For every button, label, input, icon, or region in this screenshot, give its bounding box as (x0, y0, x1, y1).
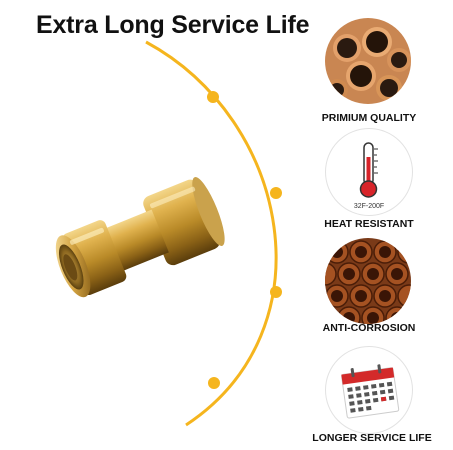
feature-anti-corrosion-icon (325, 238, 411, 324)
feature-longer-service-life-icon (325, 346, 413, 434)
rusted-pipes-icon (325, 238, 411, 324)
copper-pipes-icon (325, 18, 411, 104)
arc-dot-4 (208, 377, 220, 389)
arc-line (145, 40, 278, 427)
feature-label-longer-service-life: LONGER SERVICE LIFE (312, 432, 432, 444)
arc-dot-1 (207, 91, 219, 103)
calendar-icon (341, 364, 400, 419)
arc-dot-2 (270, 187, 282, 199)
arc-dot-3 (270, 286, 282, 298)
thermometer-icon: 32F-200F (354, 142, 384, 210)
feature-label-anti-corrosion: ANTI-CORROSION (322, 322, 416, 334)
feature-label-premium-quality: PRIMIUM QUALITY (321, 112, 417, 124)
feature-label-heat-resistant: HEAT RESISTANT (324, 218, 414, 230)
feature-premium-quality-icon (325, 18, 411, 104)
temperature-range-text: 32F-200F (354, 203, 384, 210)
brass-coupling-image (55, 177, 225, 298)
feature-heat-resistant-icon: 32F-200F (325, 128, 413, 216)
headline: Extra Long Service Life (36, 11, 310, 39)
